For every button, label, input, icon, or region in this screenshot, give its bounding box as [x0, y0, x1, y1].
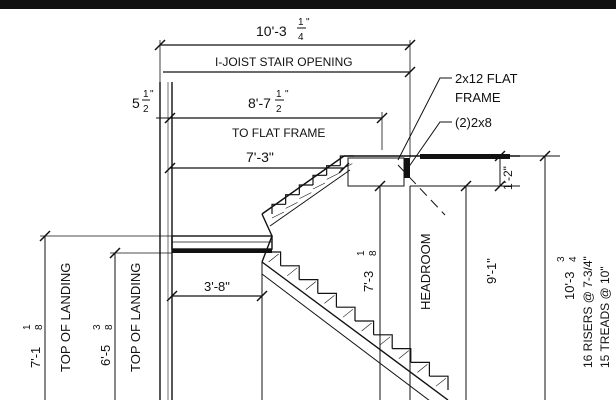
lower-step-hatch — [417, 364, 428, 373]
lower-step — [336, 306, 356, 321]
opening-width-tail: " — [306, 17, 310, 28]
top-landing-1-num: 1 — [22, 324, 33, 330]
landing-joint — [261, 213, 273, 263]
upper-step-hatch — [285, 202, 298, 209]
lower-step — [262, 251, 282, 266]
callout-double-2x8: (2)2x8 — [455, 115, 492, 130]
callout-flat-frame-1: 2x12 FLAT — [455, 71, 518, 86]
lower-step — [429, 375, 449, 390]
lower-step-hatch — [305, 281, 316, 290]
lower-step-hatch — [380, 336, 391, 346]
lower-step-hatch — [361, 322, 372, 332]
top-landing-1-den: 8 — [34, 324, 45, 330]
total-rise-text: 10'-3 — [562, 271, 577, 300]
lower-step — [280, 265, 300, 280]
top-landing-2-text: 6'-5 — [98, 345, 113, 366]
total-rise-den: 4 — [568, 256, 579, 262]
total-rise-num: 3 — [556, 256, 567, 262]
upper-step — [298, 184, 313, 195]
opening-width-frac-num: 1 — [298, 17, 304, 28]
lower-step — [299, 279, 319, 294]
joist-depth-whole: 5 — [132, 95, 140, 111]
opening-width-frac-den: 4 — [298, 32, 304, 43]
upper-step-hatch — [340, 163, 353, 170]
upper-step-hatch — [312, 182, 326, 190]
lower-step — [392, 348, 412, 363]
lower-step — [410, 361, 430, 377]
floor-to-frame-text: 9'-1" — [484, 258, 499, 284]
upper-step — [326, 165, 341, 176]
upper-run-text: 7'-3" — [246, 149, 274, 165]
headroom-dim-text: 7'-3 — [361, 271, 376, 292]
lower-stringer-bottom — [261, 273, 430, 400]
top-landing-1-text: 7'-1 — [28, 347, 43, 368]
lower-step-hatch — [398, 350, 409, 359]
upper-step — [271, 203, 286, 214]
lower-step-hatch — [435, 377, 447, 387]
upper-step-hatch — [271, 211, 285, 219]
top-landing-2-den: 8 — [104, 324, 115, 330]
top-landing-2-dim — [109, 247, 121, 400]
top-landing-2-label: TOP OF LANDING — [128, 263, 143, 372]
upper-step — [312, 174, 327, 185]
joist-depth-den: 2 — [143, 104, 149, 115]
lower-step — [317, 292, 337, 308]
flat-frame-frac-num: 1 — [276, 89, 282, 100]
headroom-dim-num: 1 — [356, 250, 367, 256]
headroom-dim-den: 8 — [368, 250, 379, 256]
flat-frame-dim-text: 8'-7 — [248, 95, 271, 111]
flat-frame-drop-text: 1'-2" — [501, 166, 515, 190]
upper-step-hatch — [326, 173, 339, 180]
upper-stringer-bottom — [269, 169, 351, 227]
lower-stair-flight — [261, 213, 449, 400]
upper-stair-flight — [261, 155, 354, 227]
wall-ijoist — [159, 82, 173, 400]
flat-frame-tail: " — [285, 89, 289, 100]
lower-step-hatch — [342, 308, 354, 318]
headroom-dim — [374, 180, 386, 400]
top-landing-2-num: 3 — [92, 324, 103, 330]
upper-step — [285, 194, 300, 205]
flat-frame-frac-den: 2 — [276, 104, 282, 115]
joist-depth-num: 1 — [143, 89, 149, 100]
joist-depth-tail: " — [150, 89, 154, 100]
risers-note: 16 RISERS @ 7-3/4" — [581, 256, 595, 368]
landing-width-text: 3'-8" — [204, 279, 230, 294]
flat-frame-label: TO FLAT FRAME — [232, 126, 325, 140]
opening-label: I-JOIST STAIR OPENING — [215, 55, 353, 69]
top-landing-1-label: TOP OF LANDING — [58, 263, 73, 372]
title-band — [0, 0, 616, 9]
treads-note: 15 TREADS @ 10" — [598, 266, 612, 368]
opening-width-text: 10'-3 — [256, 23, 287, 39]
flat-frame-dimension — [164, 112, 388, 150]
lower-step-hatch — [287, 267, 298, 277]
callout-leaders — [397, 77, 452, 169]
lower-stringer-top — [261, 261, 449, 400]
top-landing-1-dim — [39, 230, 51, 400]
headroom-label: HEADROOM — [418, 233, 433, 310]
lower-step-hatch — [268, 253, 279, 263]
callout-flat-frame-2: FRAME — [455, 90, 501, 105]
landing-width-dim — [166, 262, 268, 400]
landing — [40, 235, 273, 254]
right-vertical-dims — [460, 150, 560, 400]
lower-step — [355, 320, 375, 335]
upper-step-hatch — [299, 192, 312, 199]
lower-step-hatch — [324, 295, 335, 304]
